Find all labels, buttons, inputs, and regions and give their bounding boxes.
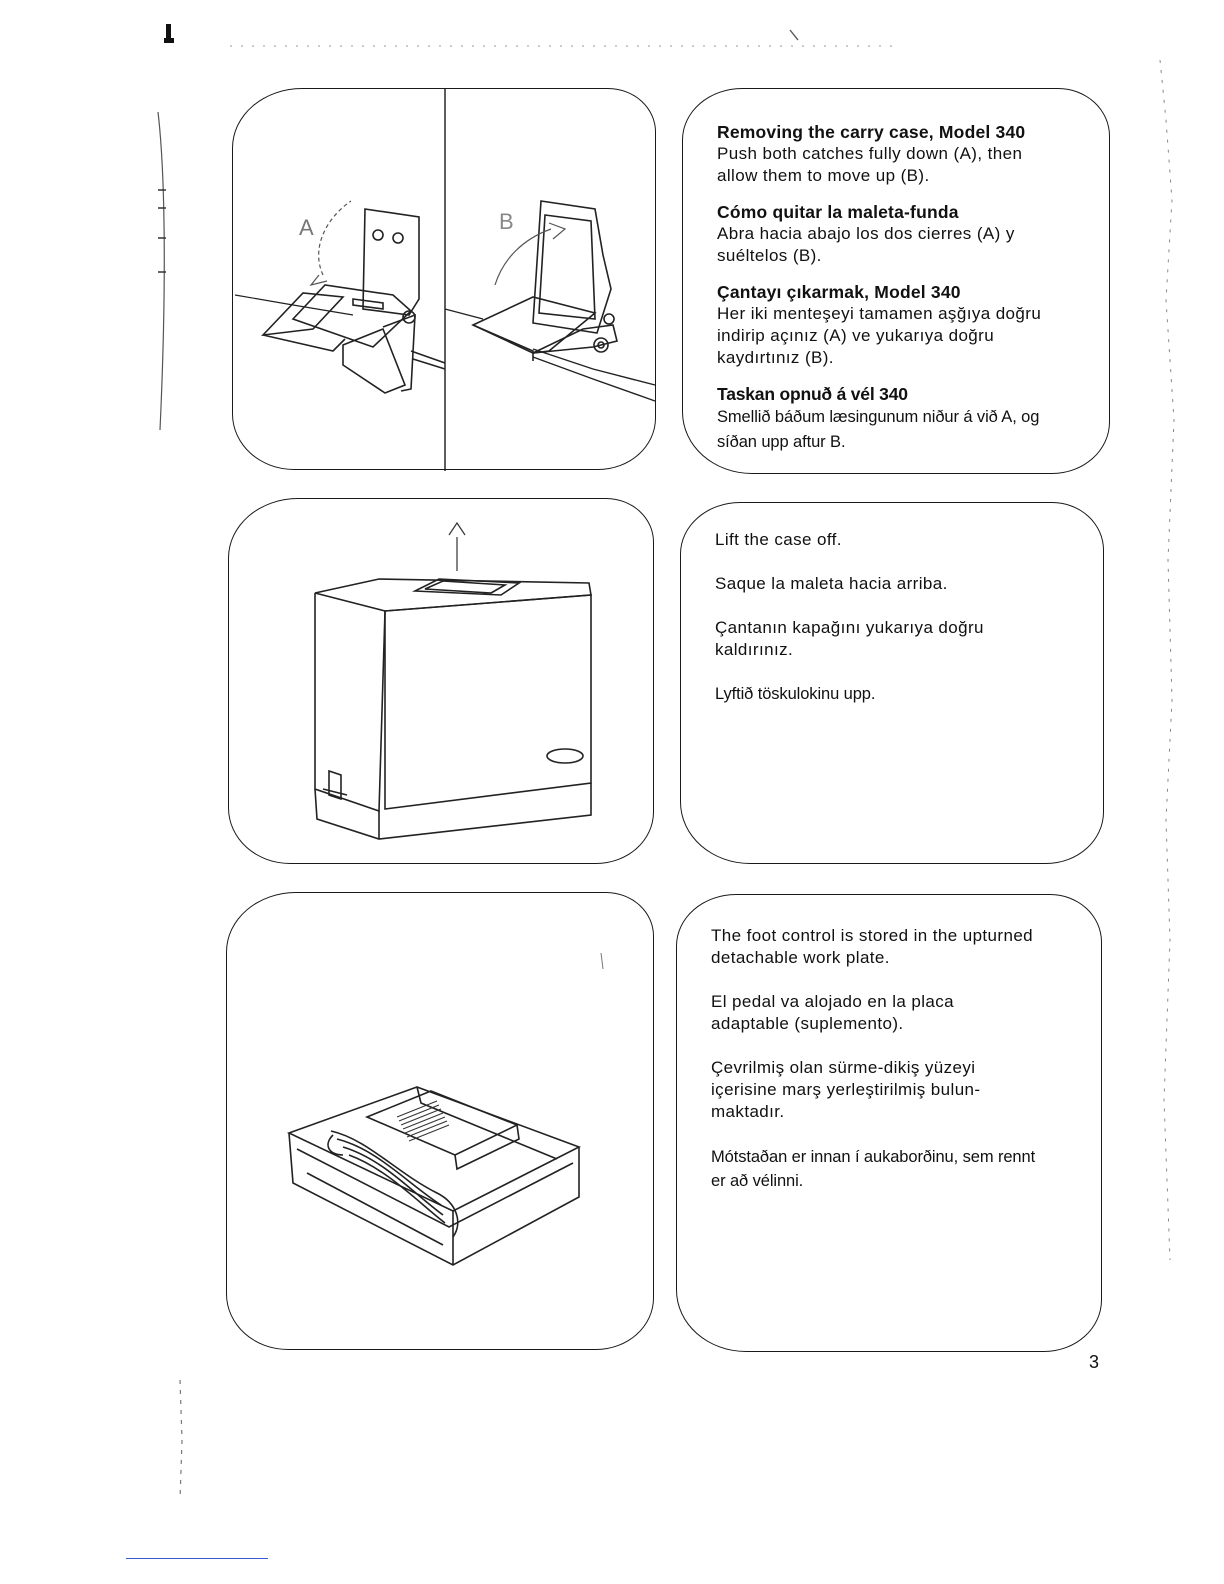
section-body: El pedal va alojado en la placa adaptabl… <box>711 992 955 1033</box>
case-illustration <box>314 521 592 840</box>
section-turkish: Çantayı çıkarmak, Model 340 Her iki ment… <box>717 281 1083 369</box>
text-panel-foot-control: The foot control is stored in the upturn… <box>676 894 1102 1352</box>
section-body: Saque la maleta hacia arriba. <box>715 574 948 593</box>
label-a: A <box>299 215 314 240</box>
section-turkish: Çantanın kapağını yukarıya doğru kaldırı… <box>715 617 1077 661</box>
section-title: Cómo quitar la maleta-funda <box>717 202 959 222</box>
section-body: Push both catches fully down (A), then a… <box>717 144 1023 185</box>
section-body: Lift the case off. <box>715 530 842 549</box>
text-panel-remove-case: Removing the carry case, Model 340 Push … <box>682 88 1110 474</box>
section-body: Mótstaðan er innan í aukaborðinu, sem re… <box>711 1148 1036 1190</box>
footer-rule <box>126 1558 268 1559</box>
section-icelandic: Taskan opnuð á vél 340 Smellið báðum læs… <box>717 383 1083 455</box>
text-panel-lift-case: Lift the case off. Saque la maleta hacia… <box>680 502 1104 864</box>
catch-b-drawing <box>471 200 618 361</box>
section-body: Çevrilmiş olan sürme-dikiş yüzeyi içeris… <box>711 1058 981 1121</box>
section-body: Çantanın kapağını yukarıya doğru kaldırı… <box>715 618 984 659</box>
section-english: The foot control is stored in the upturn… <box>711 925 1075 969</box>
section-icelandic: Lyftið töskulokinu upp. <box>715 683 1077 705</box>
catch-a-drawing <box>260 208 446 394</box>
section-title: Çantayı çıkarmak, Model 340 <box>717 282 961 302</box>
page-number: 3 <box>1089 1352 1100 1372</box>
section-title: Removing the carry case, Model 340 <box>717 122 1026 142</box>
section-icelandic: Mótstaðan er innan í aukaborðinu, sem re… <box>711 1145 1075 1193</box>
section-body: Her iki menteşeyi tamamen aşğıya doğru i… <box>717 304 1042 367</box>
tray-illustration <box>286 952 604 1266</box>
section-english: Removing the carry case, Model 340 Push … <box>717 121 1083 187</box>
illustration-panel-lift-case <box>228 498 654 864</box>
label-b: B <box>499 209 514 234</box>
section-body: Lyftið töskulokinu upp. <box>715 685 876 703</box>
section-spanish: El pedal va alojado en la placa adaptabl… <box>711 991 1075 1035</box>
illustration-panel-catches: A B <box>232 88 656 471</box>
section-spanish: Saque la maleta hacia arriba. <box>715 573 1077 595</box>
section-turkish: Çevrilmiş olan sürme-dikiş yüzeyi içeris… <box>711 1057 1075 1123</box>
section-body: The foot control is stored in the upturn… <box>711 926 1034 967</box>
section-english: Lift the case off. <box>715 529 1077 551</box>
section-title: Taskan opnuð á vél 340 <box>717 384 908 404</box>
illustration-panel-foot-control <box>226 892 654 1350</box>
section-body: Abra hacia abajo los dos cierres (A) y s… <box>717 224 1015 265</box>
catch-illustration: A B <box>234 89 656 471</box>
section-spanish: Cómo quitar la maleta-funda Abra hacia a… <box>717 201 1083 267</box>
section-body: Smellið báðum læsingunum niður á við A, … <box>717 408 1040 451</box>
